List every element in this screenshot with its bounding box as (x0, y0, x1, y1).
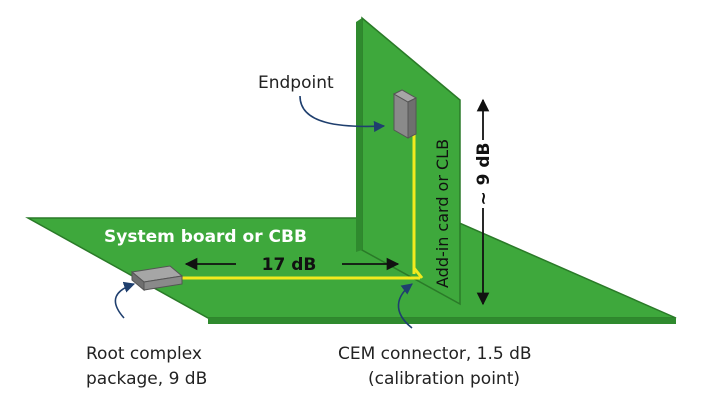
add-in-card-edge (356, 18, 362, 252)
cem-label-line1: CEM connector, 1.5 dB (338, 344, 532, 364)
endpoint-leader (299, 95, 386, 133)
cem-label-line2: (calibration point) (368, 369, 520, 389)
add-in-card (356, 16, 461, 306)
root-complex-package (130, 265, 184, 292)
system-board-label: System board or CBB (104, 227, 307, 247)
endpoint-label: Endpoint (258, 73, 334, 93)
endpoint-chip (392, 89, 418, 139)
add-in-card-label: Add-in card or CLB (433, 139, 452, 288)
system-board-edge (208, 318, 676, 324)
root-complex-label-line2: package, 9 dB (86, 369, 207, 389)
board-dimension: 17 dB (184, 255, 400, 275)
root-complex-leader (114, 281, 136, 319)
root-complex-label-line1: Root complex (86, 344, 202, 364)
board-loss-label: 17 dB (262, 255, 317, 275)
connector-bend (412, 267, 424, 279)
card-dimension: ~ 9 dB (474, 98, 494, 306)
card-loss-label: ~ 9 dB (474, 142, 494, 205)
cem-leader (397, 283, 413, 329)
